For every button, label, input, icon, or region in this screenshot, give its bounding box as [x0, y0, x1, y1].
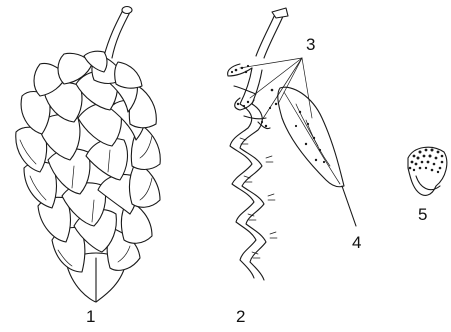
label-5: 5 [418, 205, 427, 224]
single-bract [278, 87, 356, 226]
label-3: 3 [306, 35, 315, 54]
label-1: 1 [86, 307, 95, 326]
label-4: 4 [352, 233, 361, 252]
lupulin-gland [408, 147, 447, 195]
cone-axis-strig [228, 8, 288, 280]
label-2: 2 [236, 307, 245, 326]
hop-cone-whole [16, 7, 160, 303]
